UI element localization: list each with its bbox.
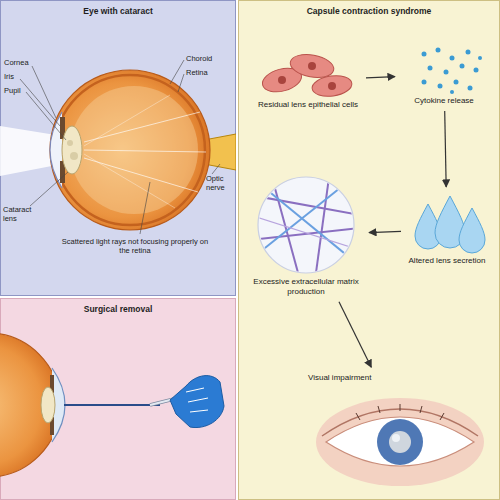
art-g [415, 196, 485, 253]
art-line [84, 154, 175, 208]
art-g [278, 62, 336, 90]
art-ellipse [62, 126, 82, 174]
art-circle [70, 152, 78, 160]
art-circle [422, 52, 427, 57]
art-circle [436, 48, 441, 53]
art-path [186, 388, 208, 412]
art-line [84, 112, 200, 142]
art-line [26, 92, 66, 140]
panel: Surgical removal [0, 298, 236, 500]
flow-arrow [445, 111, 446, 187]
art-ellipse [311, 73, 353, 98]
art-circle [474, 68, 479, 73]
art-line [32, 66, 56, 118]
art-circle [308, 62, 316, 70]
art-circle [468, 86, 473, 91]
art-circle [328, 82, 336, 90]
process-step: Residual lens epithelial cells [252, 48, 364, 113]
part-label: Cataract lens [3, 205, 39, 223]
step-label: Altered lens secretion [403, 256, 491, 266]
art-circle [55, 75, 205, 225]
art-circle [450, 90, 454, 94]
art-circle [392, 434, 400, 442]
art-circle [438, 84, 443, 89]
art-line [250, 228, 360, 240]
art-line [84, 158, 198, 192]
art-rect [239, 1, 500, 500]
step-label: Visual impairment [308, 373, 493, 383]
part-label: Cornea [4, 58, 44, 67]
process-step: Visual impairment [308, 370, 493, 483]
art-line [178, 74, 184, 92]
art-circle [422, 80, 427, 85]
art-line [378, 406, 380, 413]
art-circle [444, 70, 449, 75]
art-circle [0, 333, 60, 477]
panel: Eye with cataract [0, 0, 236, 296]
part-label: Retina [186, 68, 232, 77]
art-rect [1, 1, 236, 296]
art-circle [454, 80, 459, 85]
art-circle [258, 177, 354, 273]
art-circle [67, 140, 73, 146]
art-path [170, 376, 224, 428]
art-line [212, 164, 220, 174]
process-step: Excessive extracellular matrix productio… [246, 170, 366, 300]
art-g [250, 170, 360, 280]
art-ellipse [41, 387, 55, 423]
art-circle [389, 431, 411, 453]
art-line [250, 215, 360, 250]
panel-title: Surgical removal [0, 304, 236, 314]
art-line [84, 95, 170, 146]
art-line [30, 172, 68, 206]
art-circle [428, 66, 433, 71]
art-circle [466, 50, 471, 55]
art-g [356, 404, 444, 420]
art-g [0, 333, 224, 477]
art-line [270, 170, 300, 280]
art-line [420, 406, 422, 413]
process-step: Altered lens secretion [403, 190, 491, 269]
art-g [260, 51, 353, 98]
part-label: Iris [4, 72, 44, 81]
art-ellipse [316, 398, 484, 486]
art-line [84, 150, 206, 152]
art-line [140, 182, 150, 234]
art-line [250, 195, 360, 215]
art-g [20, 60, 220, 234]
flow-arrow [366, 77, 395, 78]
art-circle [460, 64, 465, 69]
art-circle [377, 419, 423, 465]
art-line [400, 404, 401, 411]
panel-title: Capsule contraction syndrome [238, 6, 500, 16]
step-label: Residual lens epithelial cells [252, 100, 364, 110]
art-line [440, 413, 444, 420]
flow-arrow [369, 231, 401, 232]
art-line [20, 79, 60, 126]
art-circle [450, 56, 455, 61]
step-label: Excessive extracellular matrix productio… [246, 277, 366, 296]
art-path [326, 417, 474, 466]
art-line [64, 404, 160, 406]
part-label: Choroid [186, 54, 232, 63]
art-circle [478, 56, 482, 60]
part-label: Pupil [4, 86, 44, 95]
part-label: Optic nerve [206, 174, 234, 192]
art-g [422, 48, 483, 95]
art-path [459, 208, 485, 253]
step-label: Cytokine release [398, 96, 490, 106]
process-step: Cytokine release [398, 40, 490, 109]
panel-title: Eye with cataract [0, 6, 236, 16]
art-line [356, 413, 360, 420]
art-circle [278, 76, 286, 84]
art-g [0, 60, 236, 234]
art-line [315, 170, 330, 280]
flow-arrow [339, 302, 371, 368]
art-circle [50, 70, 210, 230]
part-label: Scattered light rays not focusing proper… [60, 237, 210, 255]
panel: Capsule contraction syndromeResidual len… [238, 0, 500, 500]
